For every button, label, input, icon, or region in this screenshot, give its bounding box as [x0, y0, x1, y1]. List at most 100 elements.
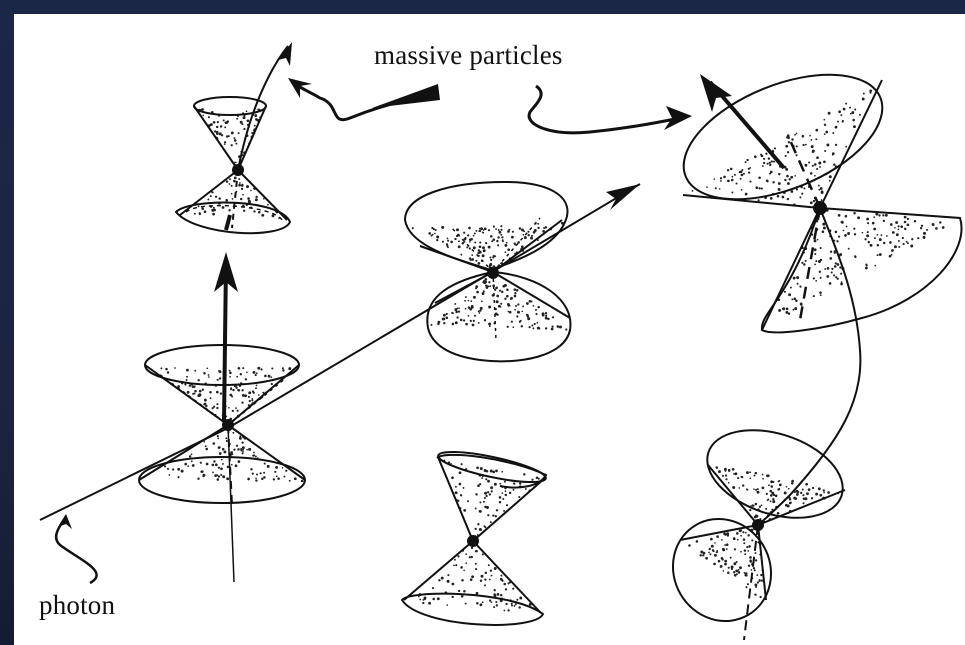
stipple-dot — [861, 231, 864, 234]
stipple-dot — [795, 489, 799, 493]
stipple-dot — [840, 114, 843, 117]
stipple-dot — [482, 229, 485, 231]
stipple-dot — [750, 569, 753, 571]
stipple-dot — [504, 490, 507, 492]
stipple-dot — [853, 255, 857, 258]
stipple-dot — [204, 445, 207, 448]
stipple-dot — [804, 497, 808, 501]
stipple-dot — [241, 123, 244, 126]
stipple-dot — [785, 307, 789, 311]
stipple-dot — [869, 91, 872, 94]
stipple-dot — [472, 234, 475, 237]
stipple-dot — [271, 367, 274, 370]
stipple-dot — [168, 474, 171, 476]
stipple-dot — [487, 514, 490, 517]
stipple-dot — [532, 327, 535, 330]
stipple-dot — [188, 384, 192, 387]
stipple-dot — [470, 555, 473, 559]
stipple-dot — [447, 574, 450, 577]
stipple-dot — [504, 243, 508, 247]
stipple-dot — [787, 312, 791, 315]
stipple-dot — [275, 465, 279, 469]
stipple-dot — [531, 478, 534, 481]
stipple-dot — [255, 384, 258, 387]
stipple-dot — [786, 197, 790, 201]
stipple-dot — [702, 551, 706, 555]
stipple-dot — [246, 185, 249, 189]
stipple-dot — [845, 225, 848, 228]
stipple-dot — [695, 540, 699, 543]
massive-label-arrow-left-thick — [372, 84, 440, 108]
stipple-dot — [457, 245, 461, 249]
stipple-dot — [799, 285, 802, 288]
stipple-dot — [475, 568, 478, 571]
stipple-dot — [898, 246, 901, 248]
stipple-dot — [203, 372, 206, 375]
stipple-dot — [525, 313, 528, 316]
stipple-dot — [777, 480, 780, 483]
stipple-dot — [255, 387, 257, 390]
stipple-dot — [556, 325, 560, 328]
stipple-dot — [226, 465, 230, 469]
stipple-dot — [515, 289, 519, 292]
stipple-dot — [237, 389, 239, 391]
stipple-dot — [458, 240, 460, 243]
stipple-dot — [246, 371, 248, 374]
stipple-dot — [487, 245, 491, 249]
stipple-dot — [495, 300, 499, 304]
stipple-dot — [275, 475, 278, 478]
stipple-dot — [443, 313, 446, 317]
stipple-dot — [431, 587, 435, 590]
stipple-dot — [201, 207, 204, 210]
stipple-dot — [499, 593, 503, 597]
stipple-dot — [468, 247, 471, 250]
stipple-dot — [794, 174, 797, 177]
stipple-dot — [878, 238, 882, 242]
stipple-dot — [795, 493, 799, 496]
stipple-dot — [488, 493, 492, 496]
stipple-dot — [441, 240, 444, 243]
stipple-dot — [734, 575, 737, 577]
stipple-dot — [854, 108, 857, 111]
stipple-dot — [826, 275, 830, 278]
stipple-dot — [481, 254, 485, 258]
stipple-dot — [216, 403, 219, 406]
light-cone-c — [403, 180, 572, 363]
stipple-dot — [923, 236, 926, 240]
stipple-dot — [816, 238, 819, 241]
stipple-dot — [884, 213, 888, 217]
stipple-dot — [530, 300, 533, 303]
stipple-dot — [505, 242, 508, 244]
stipple-dot — [771, 491, 775, 495]
stipple-dot — [736, 538, 739, 541]
stipple-dot — [160, 367, 163, 370]
stipple-dot — [784, 154, 787, 157]
stipple-dot — [882, 219, 886, 223]
stipple-dot — [527, 317, 531, 321]
stipple-dot — [905, 240, 908, 243]
stipple-dot — [802, 143, 805, 147]
stipple-dot — [218, 197, 221, 200]
stipple-dot — [481, 231, 484, 234]
stipple-dot — [477, 262, 481, 265]
stipple-dot — [186, 375, 188, 378]
stipple-dot — [801, 488, 804, 491]
stipple-dot — [735, 532, 739, 535]
stipple-dot — [198, 212, 201, 215]
stipple-dot — [463, 569, 465, 572]
stipple-dot — [481, 477, 483, 479]
stipple-dot — [728, 469, 731, 472]
stipple-dot — [255, 118, 258, 121]
stipple-dot — [754, 583, 758, 587]
stipple-dot — [261, 213, 265, 217]
stipple-dot — [465, 322, 468, 326]
stipple-dot — [823, 133, 826, 135]
stipple-dot — [462, 486, 465, 489]
stipple-dot — [508, 310, 512, 314]
stipple-dot — [165, 367, 168, 371]
stipple-dot — [804, 163, 808, 167]
stipple-dot — [486, 491, 490, 494]
stipple-dot — [504, 297, 507, 300]
light-cone-b — [174, 42, 292, 235]
stipple-dot — [230, 463, 233, 466]
